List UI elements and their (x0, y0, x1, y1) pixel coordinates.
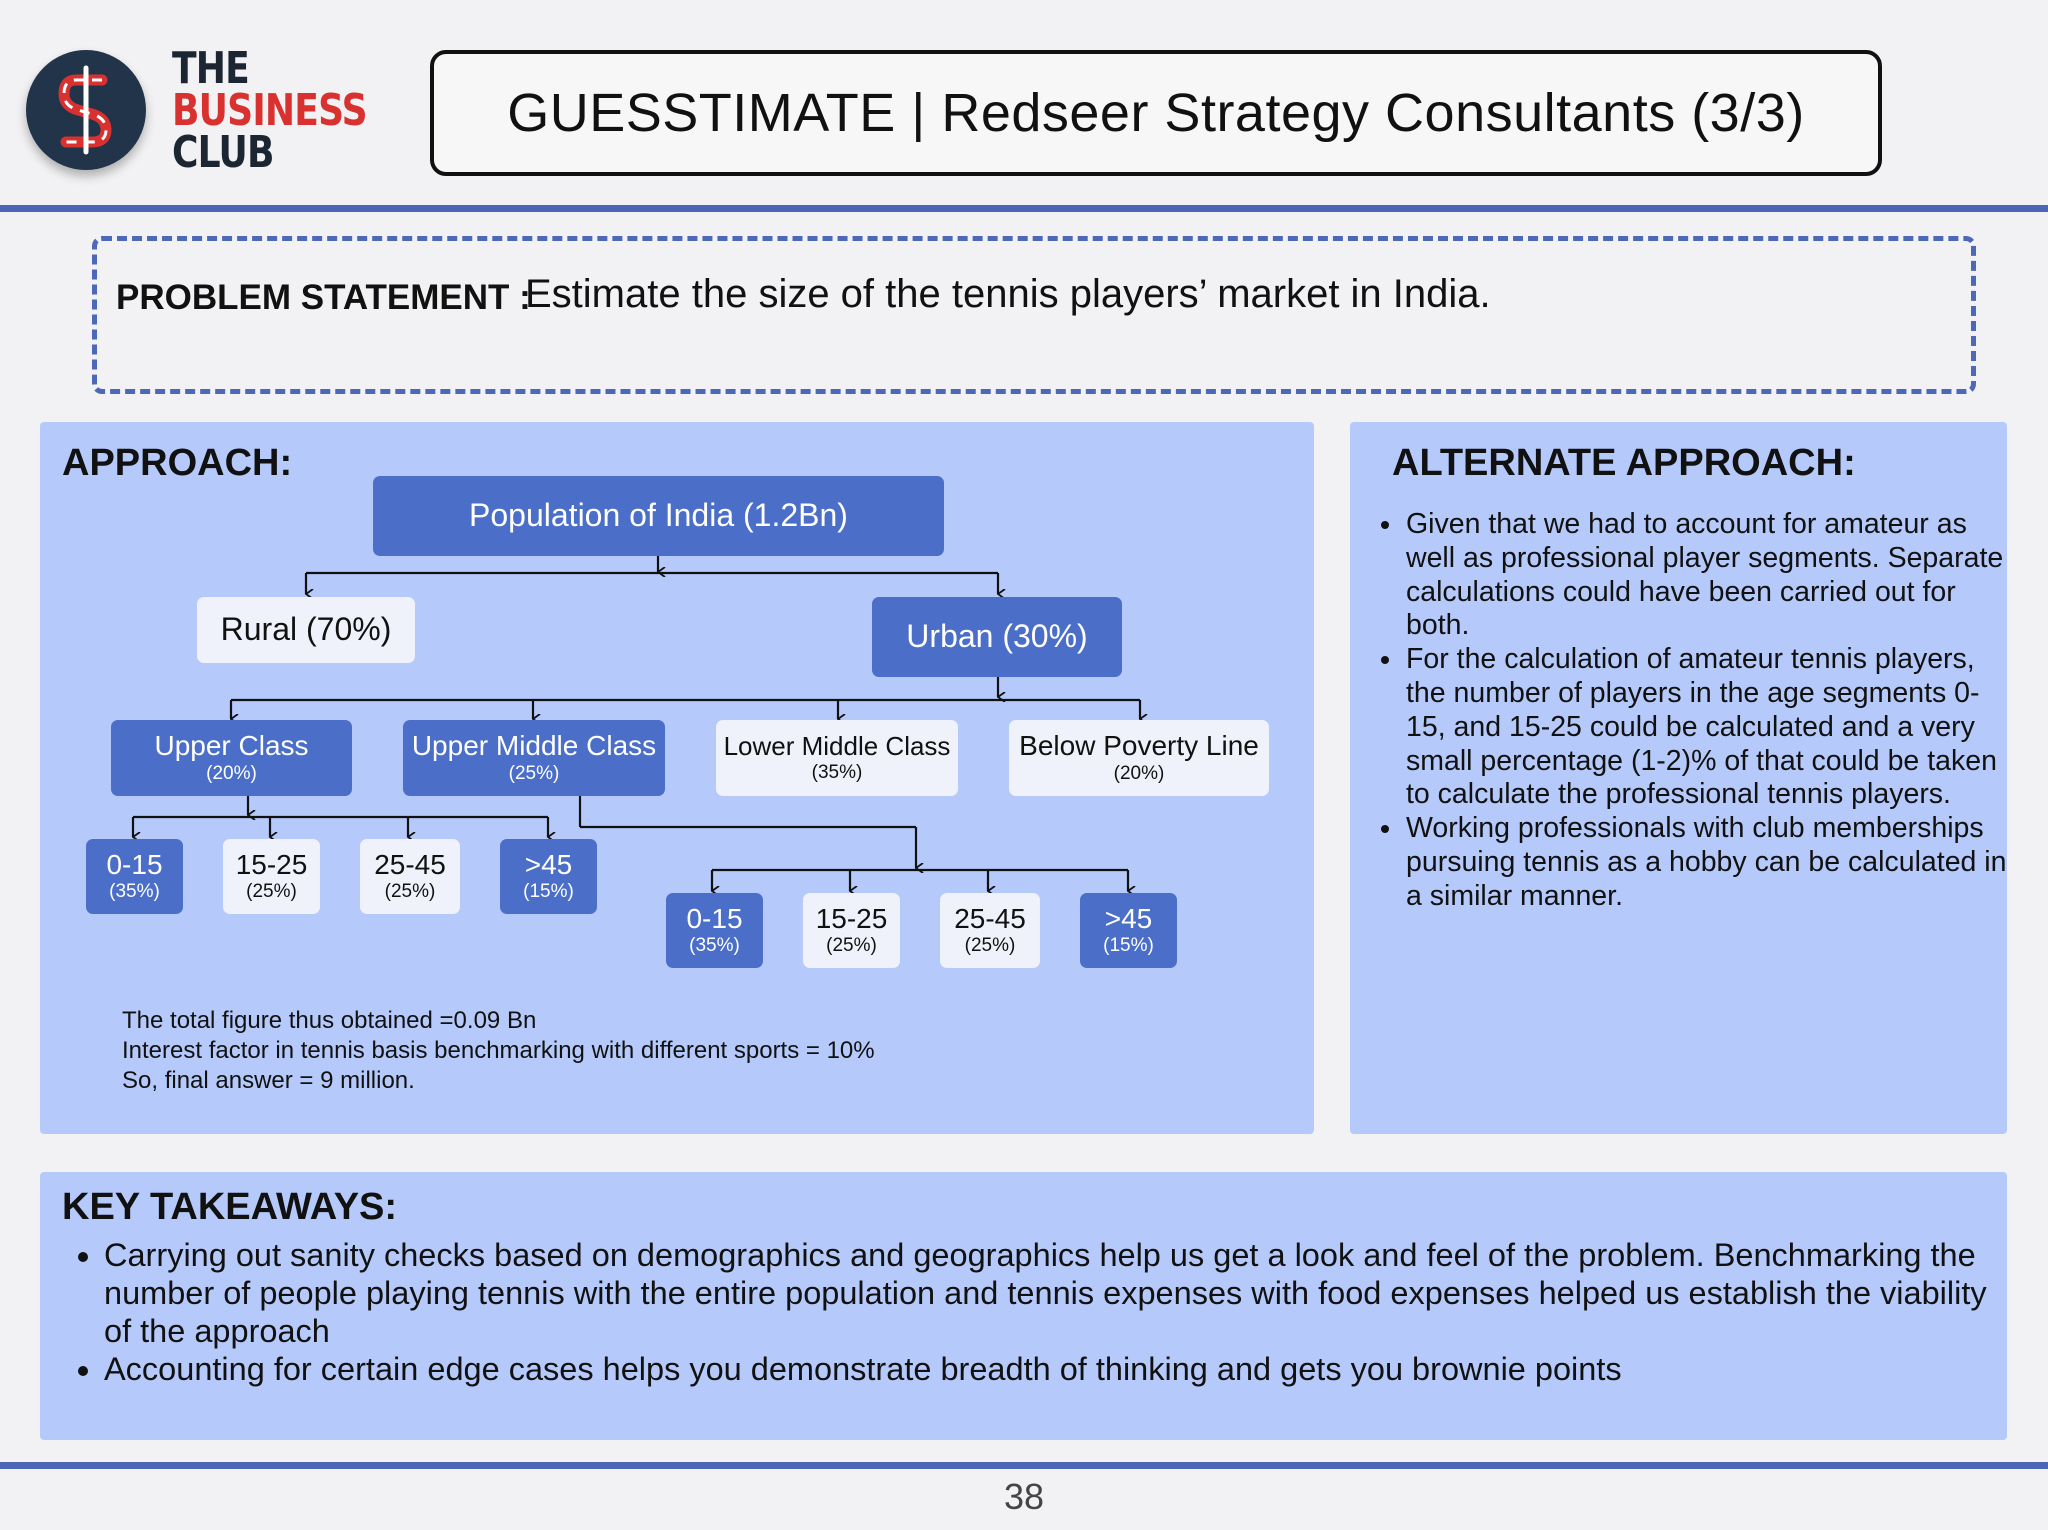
node-label: 0-15 (106, 848, 163, 880)
key-takeaways-heading: KEY TAKEAWAYS: (62, 1186, 398, 1228)
node-percent: (35%) (109, 881, 160, 903)
node-age-upper-0-15: 0-15 (35%) (86, 839, 183, 914)
list-item: Given that we had to account for amateur… (1404, 508, 2014, 643)
node-label: >45 (524, 848, 573, 880)
page-number: 38 (1003, 1476, 1045, 1517)
logo-text-the: THE (172, 43, 250, 94)
node-percent: (25%) (826, 935, 877, 957)
node-age-upper-25-45: 25-45 (25%) (360, 839, 460, 914)
node-label: Upper Middle Class (411, 730, 657, 762)
problem-statement-label: PROBLEM STATEMENT : (116, 278, 531, 317)
node-urban: Urban (30%) (872, 597, 1122, 677)
node-age-upper-over-45: >45 (15%) (500, 839, 597, 914)
key-takeaways-list: Carrying out sanity checks based on demo… (68, 1236, 2004, 1388)
node-label: 15-25 (815, 902, 888, 934)
calc-total-line: The total figure thus obtained =0.09 Bn (122, 1007, 537, 1034)
node-age-upper-middle-over-45: >45 (15%) (1080, 893, 1177, 968)
node-rural-label: Rural (70%) (220, 611, 392, 648)
node-percent: (35%) (811, 761, 863, 783)
logo-text-club: CLUB (172, 127, 275, 178)
list-item: Working professionals with club membersh… (1404, 812, 2014, 913)
key-takeaways-panel (40, 1172, 2007, 1440)
node-label: Upper Class (154, 730, 309, 762)
node-age-upper-middle-15-25: 15-25 (25%) (803, 893, 900, 968)
node-lower-middle-class: Lower Middle Class (35%) (716, 720, 958, 796)
top-divider (0, 205, 2048, 212)
node-percent: (35%) (689, 935, 740, 957)
node-percent: (20%) (206, 762, 257, 784)
node-population: Population of India (1.2Bn) (373, 476, 944, 556)
node-percent: (20%) (1113, 762, 1165, 784)
alternate-approach-panel (1350, 422, 2007, 1134)
approach-heading: APPROACH: (62, 442, 293, 484)
calc-answer-line: So, final answer = 9 million. (122, 1067, 415, 1094)
page-title: GUESSTIMATE | Redseer Strategy Consultan… (507, 83, 1805, 143)
node-label: 15-25 (235, 848, 308, 880)
node-percent: (25%) (246, 881, 297, 903)
node-percent: (15%) (1103, 935, 1154, 957)
problem-statement-text: Estimate the size of the tennis players’… (525, 272, 1491, 316)
node-percent: (25%) (508, 762, 560, 784)
node-rural: Rural (70%) (197, 597, 415, 663)
problem-statement-box (92, 236, 1976, 394)
logo-icon (26, 50, 146, 170)
node-age-upper-middle-0-15: 0-15 (35%) (666, 893, 763, 968)
logo-text-business: BUSINESS (172, 85, 368, 136)
node-percent: (15%) (523, 881, 574, 903)
calc-interest-line: Interest factor in tennis basis benchmar… (122, 1037, 875, 1064)
list-item: Accounting for certain edge cases helps … (104, 1350, 2004, 1388)
node-label: 25-45 (954, 902, 1026, 934)
node-upper-class: Upper Class (20%) (111, 720, 352, 796)
node-age-upper-middle-25-45: 25-45 (25%) (940, 893, 1040, 968)
alternate-approach-list: Given that we had to account for amateur… (1378, 508, 2014, 914)
node-population-label: Population of India (1.2Bn) (469, 497, 848, 534)
node-below-poverty-line: Below Poverty Line (20%) (1009, 720, 1269, 796)
list-item: For the calculation of amateur tennis pl… (1404, 643, 2014, 812)
node-percent: (25%) (384, 881, 436, 903)
node-urban-label: Urban (30%) (906, 618, 1088, 655)
list-item: Carrying out sanity checks based on demo… (104, 1236, 2004, 1350)
bottom-divider (0, 1462, 2048, 1469)
node-label: >45 (1104, 902, 1153, 934)
node-percent: (25%) (964, 935, 1016, 957)
s-dollar-logo-icon (58, 65, 112, 155)
node-label: 0-15 (686, 902, 743, 934)
node-label: Below Poverty Line (1019, 730, 1259, 762)
node-upper-middle-class: Upper Middle Class (25%) (403, 720, 665, 796)
node-age-upper-15-25: 15-25 (25%) (223, 839, 320, 914)
alternate-approach-heading: ALTERNATE APPROACH: (1392, 442, 1856, 484)
node-label: 25-45 (374, 848, 446, 880)
title-box: GUESSTIMATE | Redseer Strategy Consultan… (430, 50, 1882, 176)
node-label: Lower Middle Class (723, 731, 951, 762)
